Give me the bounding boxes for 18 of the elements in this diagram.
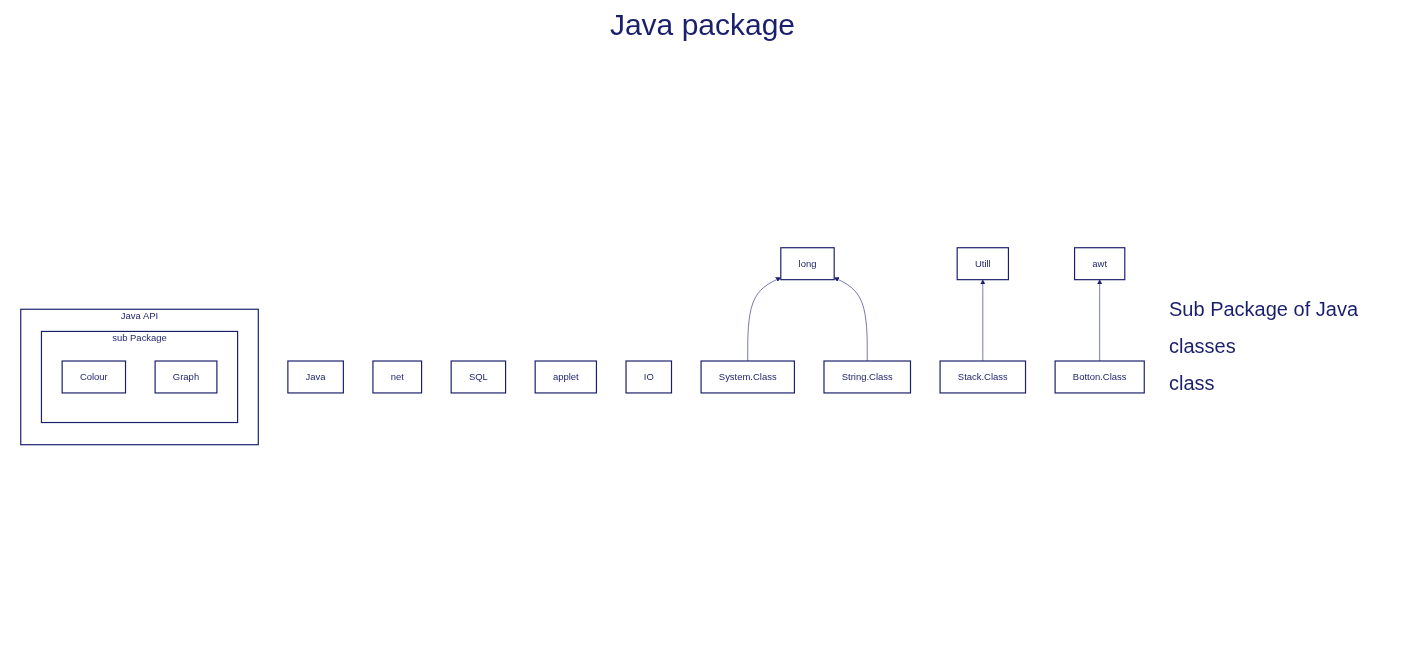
node-box: net: [372, 360, 423, 394]
node-box: String.Class: [823, 360, 912, 394]
node-box: awt: [1074, 246, 1126, 281]
node-box: IO: [625, 360, 673, 394]
node-box: long: [780, 246, 835, 281]
node-box: Graph: [154, 360, 218, 394]
node-box: SQL: [450, 360, 507, 394]
node-box: Colour: [61, 360, 127, 394]
note-text: Sub Package of Java: [1169, 297, 1359, 321]
diagram-title: Java package: [608, 8, 797, 42]
node-box: Utill: [956, 246, 1009, 281]
node-box: Java: [287, 360, 344, 394]
node-box: Stack.Class: [939, 360, 1027, 394]
node-box: System.Class: [700, 360, 795, 394]
node-box: Botton.Class: [1054, 360, 1145, 394]
note-text: class: [1169, 371, 1216, 395]
node-box: applet: [534, 360, 598, 394]
note-text: classes: [1169, 334, 1237, 358]
